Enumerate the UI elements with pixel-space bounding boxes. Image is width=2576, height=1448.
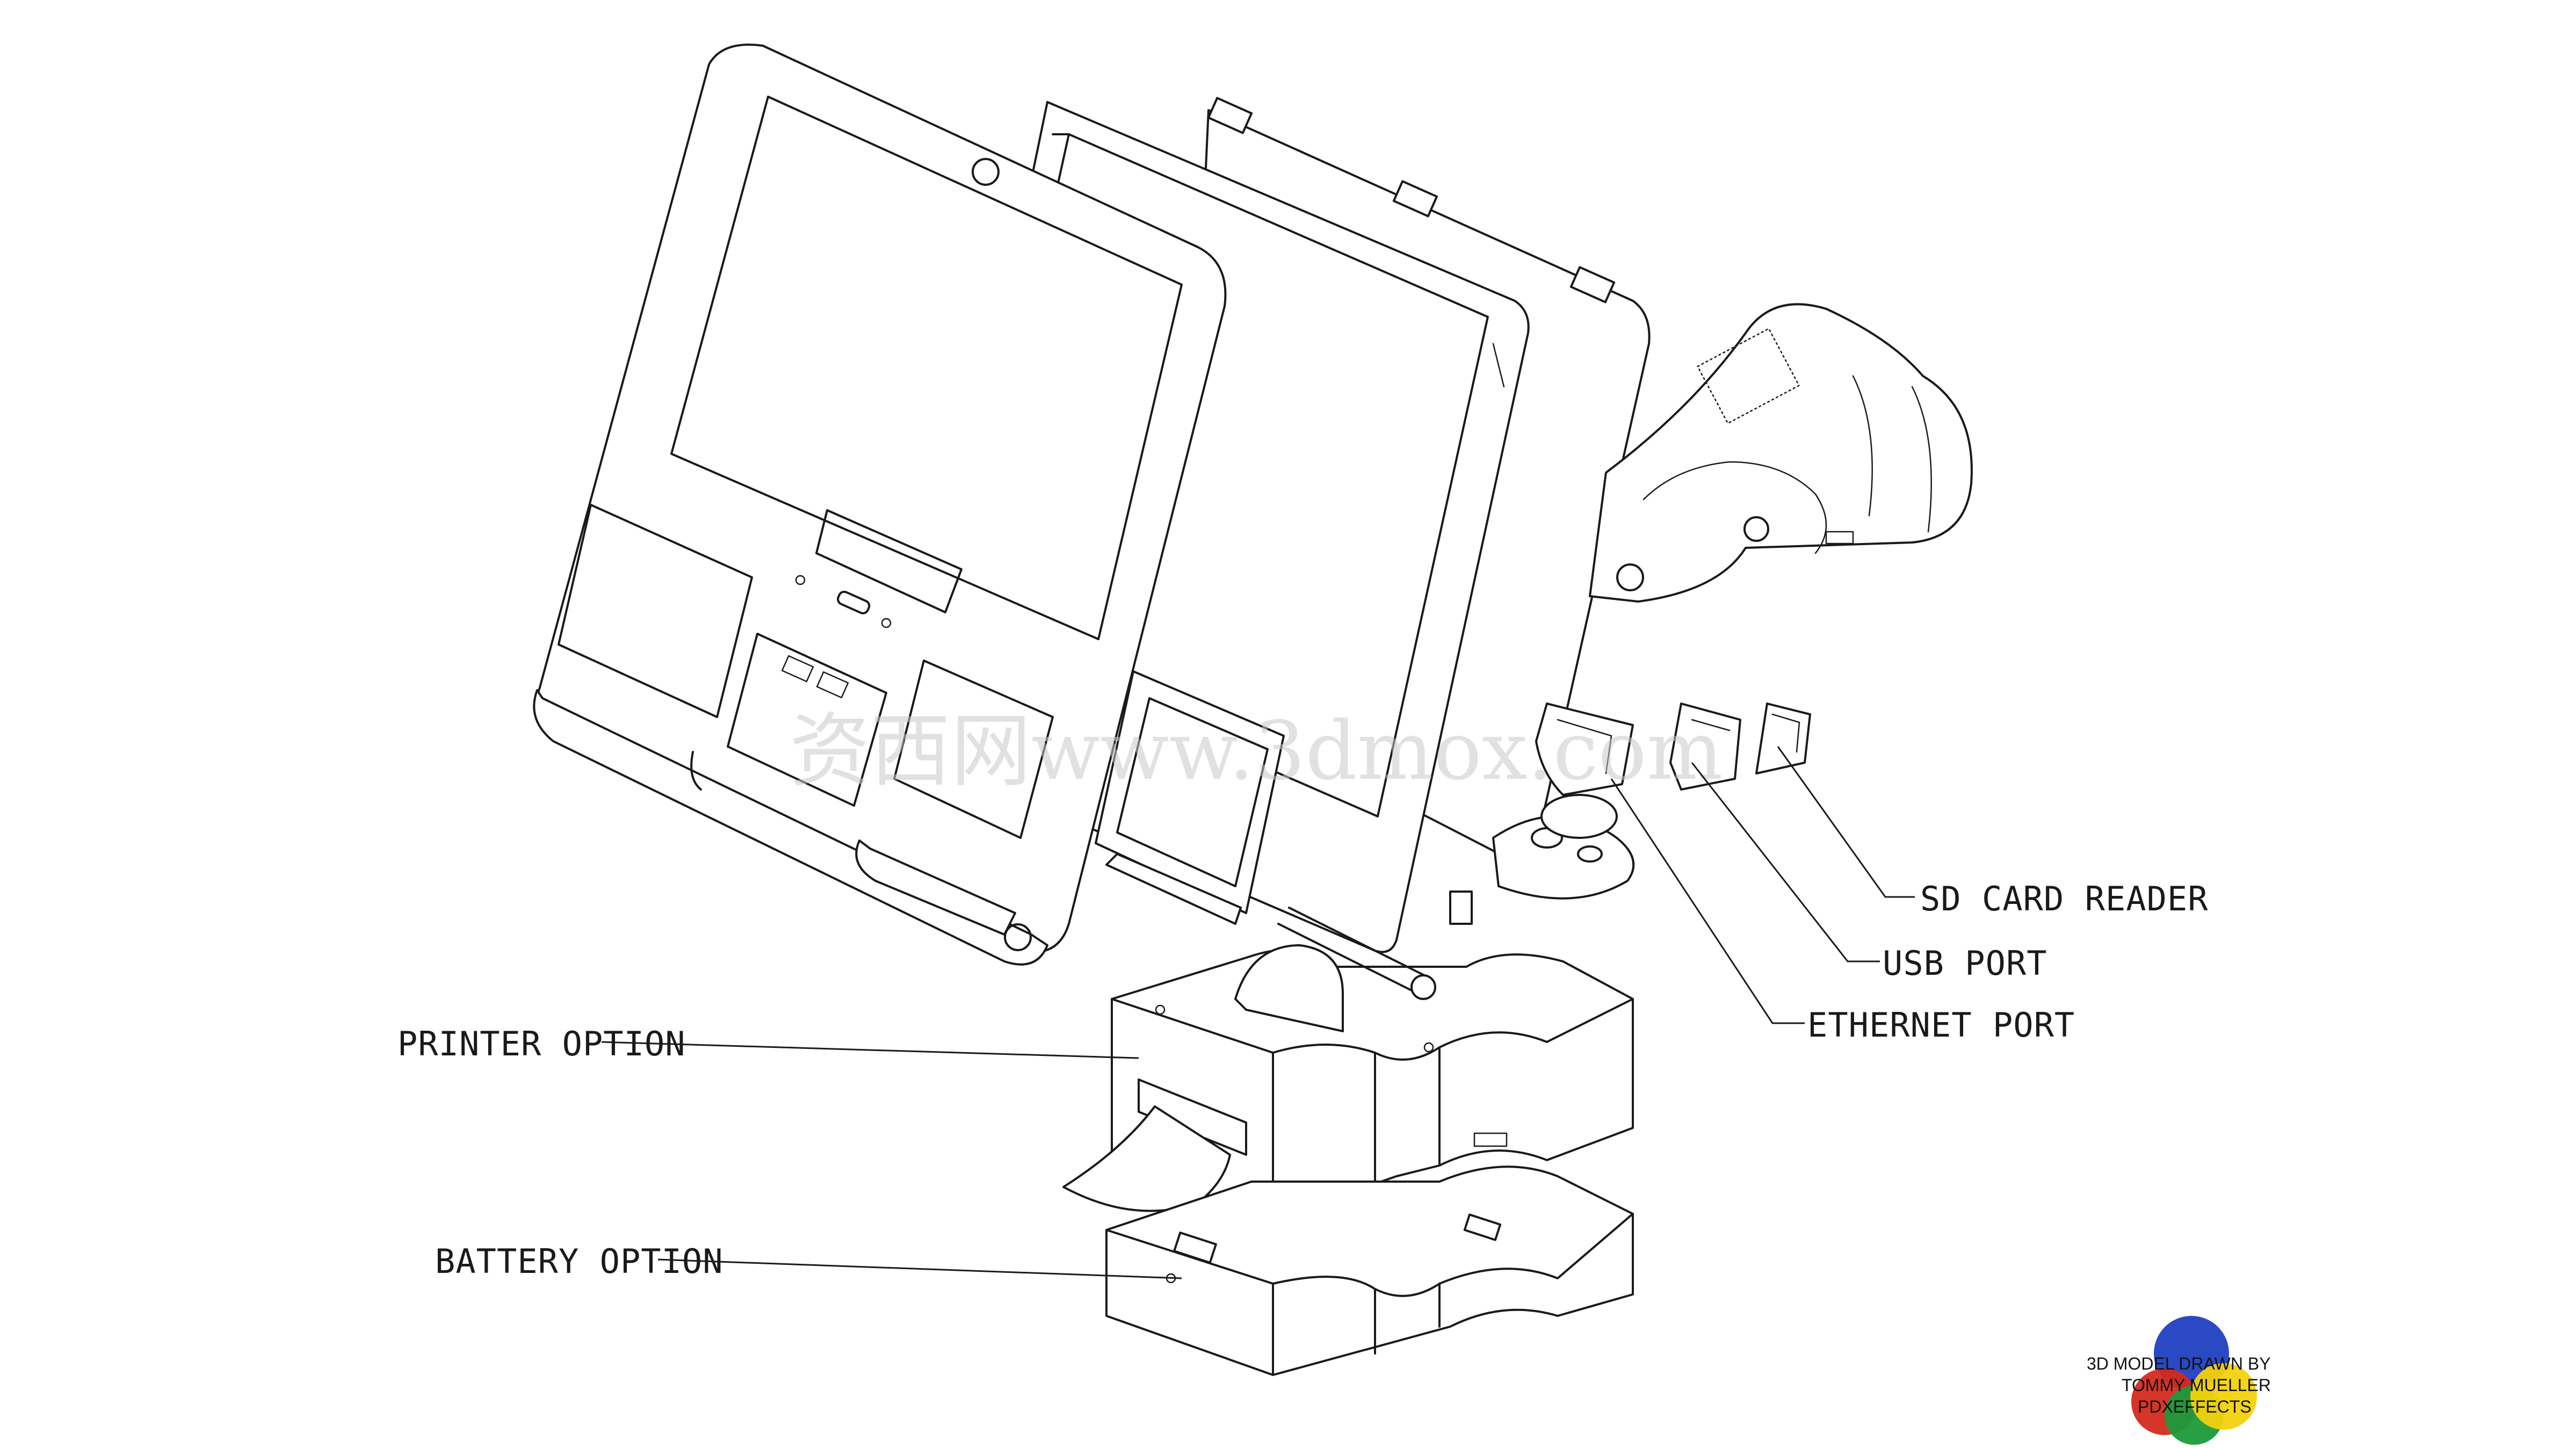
hinge-bracket	[1492, 815, 1635, 900]
front-bezel	[533, 44, 1227, 966]
pdxeffects-logo	[2131, 1316, 2257, 1445]
speaker-module	[1589, 303, 1973, 603]
connectors	[1535, 703, 1811, 839]
printer-option-label: PRINTER OPTION	[397, 1024, 686, 1063]
credit-line-1: 3D MODEL DRAWN BY	[2087, 1354, 2271, 1373]
printer-module	[1062, 907, 1634, 1220]
sd-card-reader-part	[1755, 703, 1811, 774]
usb-port-label: USB PORT	[1883, 944, 2047, 983]
credit-line-3: PDXEFFECTS	[2138, 1397, 2252, 1416]
card-screen-module	[1095, 670, 1285, 925]
sd-card-reader-label: SD CARD READER	[1920, 879, 2209, 918]
callout-leaders	[601, 746, 1915, 1279]
watermark-text: 资西网www.3dmox.com	[790, 705, 1723, 798]
battery-module	[1105, 1165, 1634, 1376]
ethernet-port-label: ETHERNET PORT	[1807, 1005, 2075, 1045]
battery-option-label: BATTERY OPTION	[435, 1242, 723, 1281]
credit-line-2: TOMMY MUELLER	[2122, 1375, 2271, 1395]
ethernet-port-part	[1535, 703, 1634, 796]
